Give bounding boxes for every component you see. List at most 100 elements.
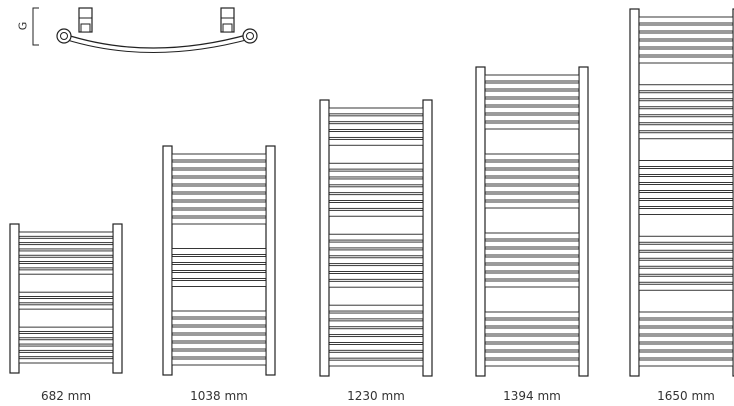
rail-bar xyxy=(638,48,734,56)
rail-bar xyxy=(638,235,734,243)
rail-bar xyxy=(18,244,114,250)
left-post xyxy=(629,8,640,377)
rail-bar xyxy=(328,194,424,201)
rail-bar xyxy=(18,250,114,256)
rail-bar xyxy=(328,304,424,312)
rail-bar xyxy=(18,345,114,351)
rail-bar xyxy=(171,342,267,350)
left-valve-nut xyxy=(80,23,91,33)
rail-bar xyxy=(638,251,734,259)
rail-bar xyxy=(171,185,267,193)
rail-bar xyxy=(171,201,267,209)
left-post xyxy=(475,66,486,377)
rail-bar xyxy=(18,231,114,237)
dimension-label-g: G xyxy=(16,21,30,31)
rail-bar xyxy=(328,280,424,288)
rail-bar xyxy=(638,343,734,351)
rail-bar xyxy=(328,359,424,367)
rail-bar xyxy=(484,256,580,264)
height-label-4: 1394 mm xyxy=(503,389,561,403)
rail-bar xyxy=(638,116,734,124)
radiator-4 xyxy=(475,66,589,377)
rail-bar xyxy=(171,272,267,279)
rail-bar xyxy=(18,269,114,275)
rail-bar xyxy=(328,273,424,280)
rail-bar xyxy=(638,176,734,183)
curved-rail xyxy=(63,33,251,49)
rail-bar xyxy=(484,153,580,161)
rail-bar xyxy=(638,168,734,175)
rail-bar xyxy=(18,304,114,310)
rail-bar xyxy=(638,40,734,48)
rail-bar xyxy=(171,153,267,161)
rail-bar xyxy=(484,98,580,106)
rail-bar xyxy=(484,264,580,272)
rail-bar xyxy=(328,186,424,194)
height-label-5: 1650 mm xyxy=(657,389,715,403)
rail-bar xyxy=(171,256,267,263)
rail-bar xyxy=(484,90,580,98)
rail-bar xyxy=(328,138,424,146)
rail-bar xyxy=(171,209,267,217)
rail-bar xyxy=(18,326,114,332)
rail-bar xyxy=(484,248,580,256)
rail-bar xyxy=(171,326,267,334)
rail-bar xyxy=(328,265,424,272)
rail-bar xyxy=(328,351,424,359)
curved-rail-inner xyxy=(63,38,251,53)
rail-bar xyxy=(638,56,734,64)
rail-bar xyxy=(638,16,734,24)
rail-bar xyxy=(328,328,424,336)
right-post xyxy=(578,66,589,377)
rail-bar xyxy=(484,359,580,367)
rail-bar xyxy=(484,272,580,280)
rail-bar xyxy=(484,327,580,335)
rail-bar xyxy=(638,108,734,116)
rail-bar xyxy=(638,327,734,335)
top-view-drawing xyxy=(32,7,258,53)
rail-bar xyxy=(18,332,114,339)
rail-bar xyxy=(638,311,734,319)
left-post xyxy=(162,145,173,376)
rail-bar xyxy=(484,82,580,90)
rail-bar xyxy=(484,311,580,319)
rail-bar xyxy=(328,320,424,328)
rail-bar xyxy=(171,318,267,326)
radiator-elevations xyxy=(9,8,734,377)
rail-bar xyxy=(328,202,424,209)
rail-bar xyxy=(638,283,734,291)
rail-bar xyxy=(328,257,424,265)
rail-bar xyxy=(328,336,424,343)
rail-bar xyxy=(484,177,580,185)
rail-bar xyxy=(171,177,267,185)
rail-bar xyxy=(18,351,114,358)
height-label-2: 1038 mm xyxy=(190,389,248,403)
dimension-bracket xyxy=(32,7,39,46)
rail-bar xyxy=(638,243,734,251)
rail-bar xyxy=(171,248,267,255)
rail-bar xyxy=(171,280,267,287)
left-end-ring-inner xyxy=(60,32,68,40)
rail-bar xyxy=(638,100,734,108)
rail-bar xyxy=(638,92,734,100)
rail-bar xyxy=(171,310,267,318)
rail-bar xyxy=(171,350,267,358)
rail-bar xyxy=(328,249,424,257)
rail-bar xyxy=(328,107,424,115)
rail-bar xyxy=(638,319,734,327)
height-label-1: 682 mm xyxy=(40,389,92,403)
rail-bar xyxy=(171,334,267,342)
radiator-1 xyxy=(9,223,123,374)
rail-bar xyxy=(638,24,734,32)
rail-bar xyxy=(638,132,734,140)
rail-bar xyxy=(484,169,580,177)
right-post xyxy=(422,99,433,377)
rail-bar xyxy=(638,275,734,283)
rail-bar xyxy=(638,192,734,199)
rail-bar xyxy=(18,339,114,345)
rail-bar xyxy=(638,267,734,275)
rail-bar xyxy=(328,209,424,217)
rail-bar xyxy=(638,84,734,92)
height-label-3: 1230 mm xyxy=(347,389,405,403)
